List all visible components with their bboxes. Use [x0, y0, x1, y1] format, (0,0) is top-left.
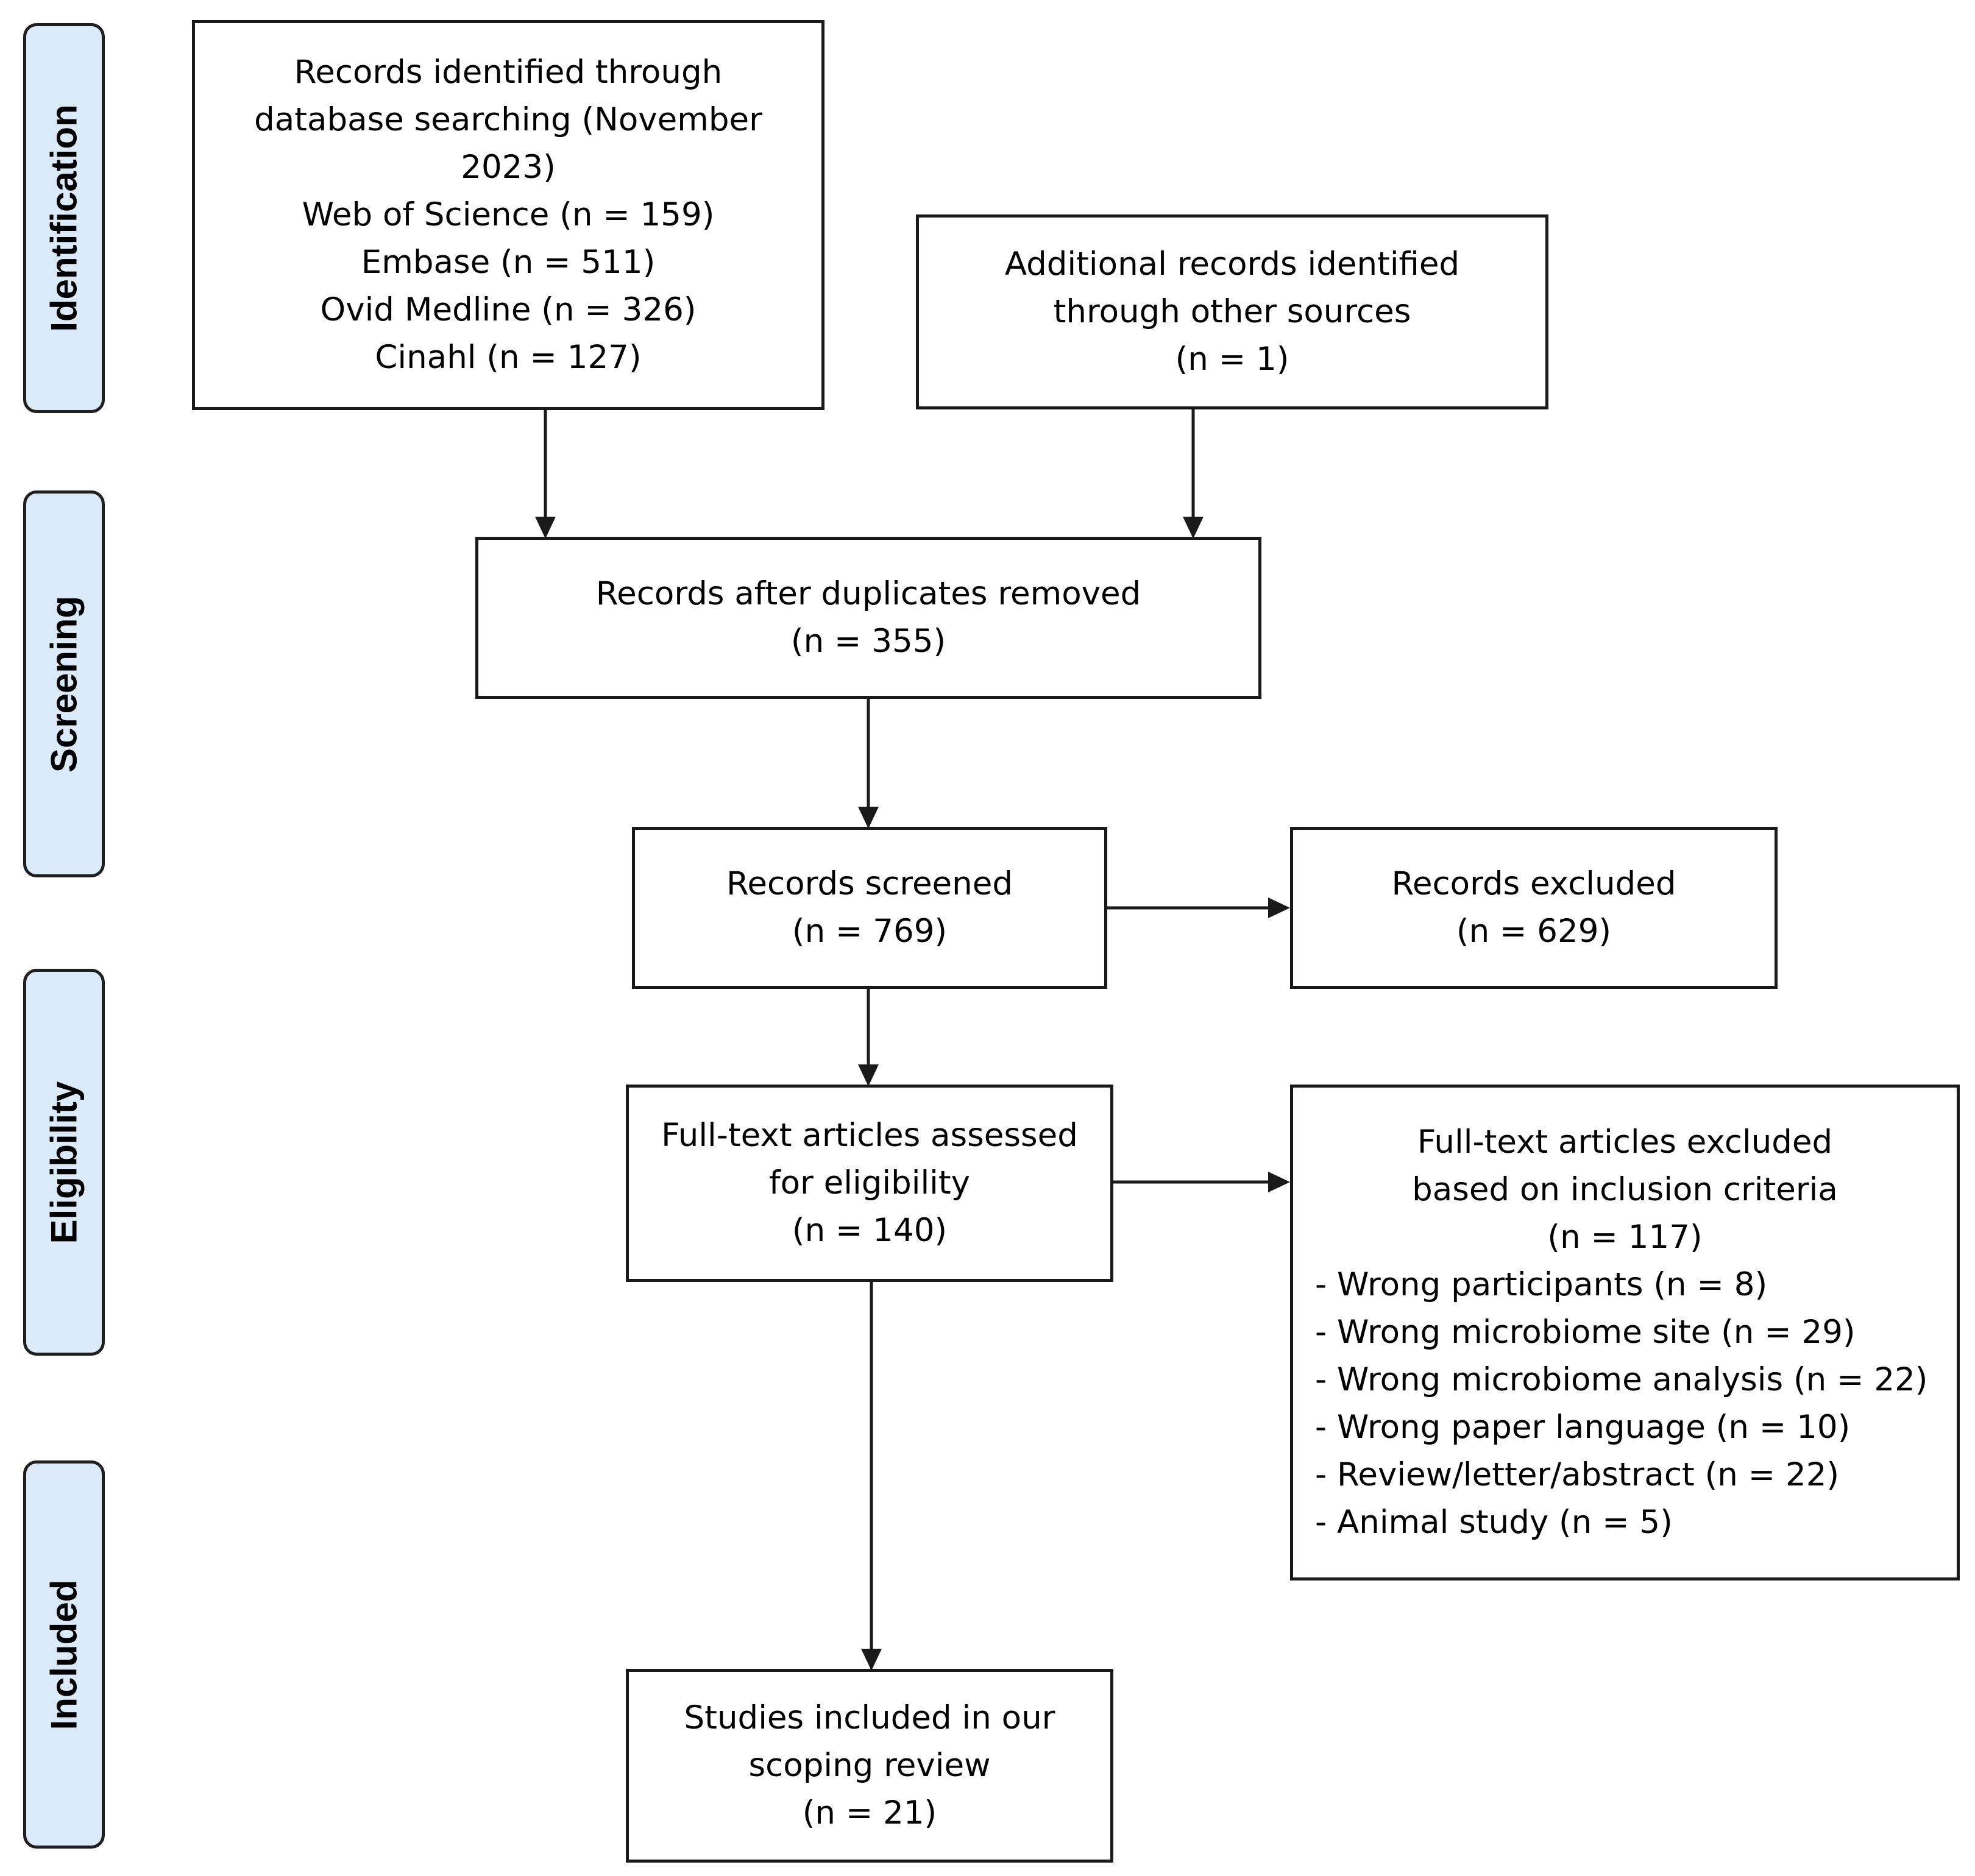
full-text-assessed-line-2: for eligibility: [768, 1164, 971, 1202]
source-web-of-science: Web of Science (n = 159): [302, 196, 715, 233]
stage-identification: Identification: [23, 23, 105, 413]
full-text-assessed-line-1: Full-text articles assessed: [661, 1117, 1078, 1154]
stage-screening: Screening: [23, 490, 105, 877]
studies-included-box: Studies included in our scoping review (…: [626, 1669, 1113, 1863]
arrowhead-included: [861, 1649, 882, 1671]
stage-eligibility: Eligibility: [23, 969, 105, 1356]
other-sources-count: (n = 1): [1175, 341, 1289, 378]
exclusion-reason: - Wrong microbiome site (n = 29): [1315, 1314, 1856, 1351]
exclusion-reason: - Wrong paper language (n = 10): [1315, 1409, 1851, 1446]
stage-included: Included: [23, 1460, 105, 1849]
duplicates-removed-label: Records after duplicates removed: [595, 575, 1141, 612]
database-search-line-2: database searching (November: [254, 101, 762, 138]
duplicates-removed-count: (n = 355): [790, 623, 946, 660]
arrowhead-excluded: [1268, 897, 1290, 918]
source-ovid-medline: Ovid Medline (n = 326): [320, 291, 697, 328]
exclusion-reasons-list: - Wrong participants (n = 8) - Wrong mic…: [1293, 1261, 1927, 1546]
full-text-excluded-line-1: Full-text articles excluded: [1417, 1124, 1833, 1161]
full-text-excluded-line-2: based on inclusion criteria: [1412, 1171, 1838, 1208]
full-text-assessed-count: (n = 140): [792, 1212, 948, 1249]
exclusion-reason: - Wrong microbiome analysis (n = 22): [1315, 1361, 1928, 1398]
source-cinahl: Cinahl (n = 127): [375, 339, 642, 376]
full-text-excluded-box: Full-text articles excluded based on inc…: [1290, 1085, 1960, 1580]
arrowhead-database: [535, 517, 556, 539]
records-excluded-label: Records excluded: [1391, 865, 1676, 902]
arrowhead-other: [1183, 517, 1204, 539]
arrowhead-fulltext: [858, 1064, 879, 1086]
other-sources-line-2: through other sources: [1053, 293, 1411, 330]
database-search-box: Records identified through database sear…: [192, 20, 824, 410]
studies-included-line-2: scoping review: [748, 1747, 991, 1784]
full-text-excluded-count: (n = 117): [1547, 1219, 1703, 1256]
exclusion-reason: - Review/letter/abstract (n = 22): [1315, 1456, 1840, 1493]
database-search-line-3: 2023): [461, 149, 556, 186]
records-screened-box: Records screened (n = 769): [632, 827, 1107, 989]
duplicates-removed-box: Records after duplicates removed (n = 35…: [475, 537, 1261, 699]
arrowhead-fulltext-excluded: [1268, 1172, 1290, 1192]
records-screened-label: Records screened: [726, 865, 1013, 902]
records-excluded-count: (n = 629): [1456, 913, 1612, 950]
studies-included-count: (n = 21): [802, 1794, 937, 1832]
exclusion-reason: - Wrong participants (n = 8): [1315, 1266, 1768, 1303]
full-text-assessed-box: Full-text articles assessed for eligibil…: [626, 1085, 1113, 1282]
database-search-line-1: Records identified through: [294, 54, 723, 91]
arrowhead-screened: [858, 807, 879, 829]
studies-included-line-1: Studies included in our: [684, 1699, 1055, 1736]
other-sources-line-1: Additional records identified: [1004, 246, 1460, 283]
exclusion-reason: - Animal study (n = 5): [1315, 1504, 1673, 1541]
source-embase: Embase (n = 511): [361, 244, 656, 281]
records-excluded-box: Records excluded (n = 629): [1290, 827, 1778, 989]
records-screened-count: (n = 769): [792, 913, 948, 950]
other-sources-box: Additional records identified through ot…: [916, 214, 1548, 409]
